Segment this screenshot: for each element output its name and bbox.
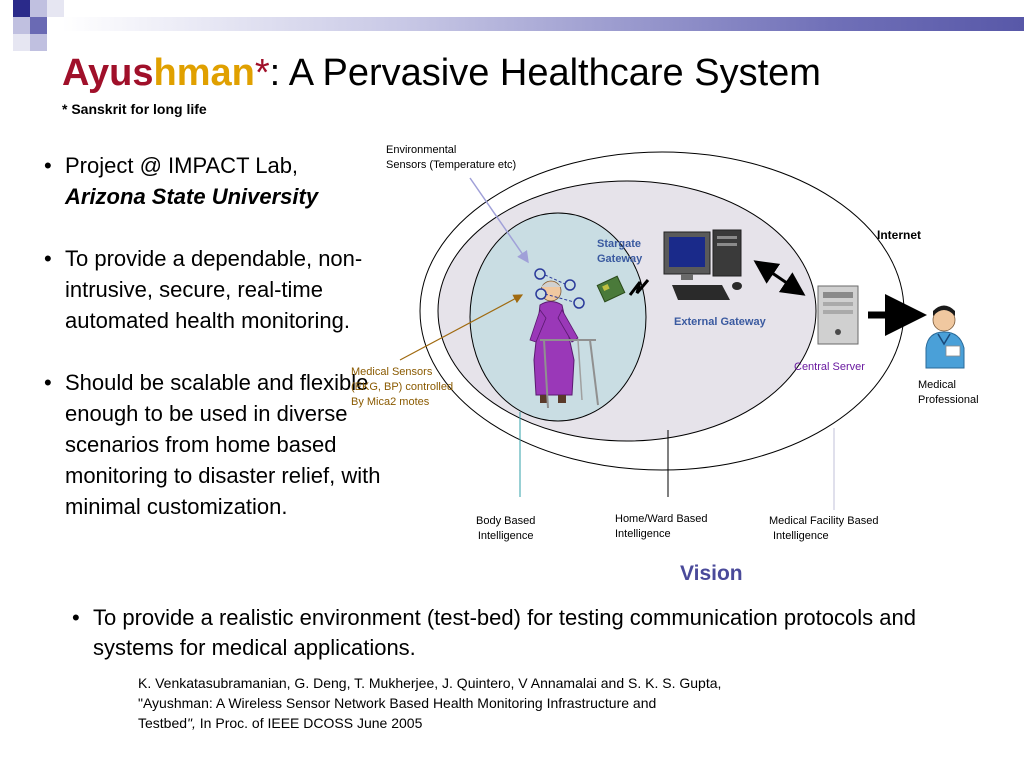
medical-sensors-label-line: Medical Sensors [351,366,433,378]
stargate-board-icon [596,275,626,303]
env-sensors-label: Environmental Sensors (Temperature etc) [386,143,516,173]
facility-label-line: Medical Facility Based [769,515,879,527]
medical-professional-label: Medical Professional [918,378,979,408]
bottom-bullet-text: To provide a realistic environment (test… [93,605,916,660]
medical-sensors-label-line: By Mica2 motes [351,396,430,408]
reference-title-tail: Testbed [138,715,188,731]
corner-decoration-square [13,17,30,34]
bullet-list: Project @ IMPACT Lab, Arizona State Univ… [40,150,385,553]
bullet-item: Project @ IMPACT Lab, Arizona State Univ… [40,150,385,212]
desktop-computer-icon [663,229,742,300]
wireless-link-icon [628,279,650,296]
home-ward-intelligence-label: Home/Ward Based Intelligence [615,512,708,542]
header-gradient-bar [62,17,1024,31]
stargate-label-line: Stargate [597,238,642,250]
medical-sensor-arrow [399,294,524,361]
facility-intelligence-label: Medical Facility Based Intelligence [769,514,878,544]
title-part-ayus: Ayus [62,52,154,94]
body-based-label-line: Body Based [476,515,536,527]
medical-professional-icon [925,305,965,369]
env-sensors-label-line: Sensors (Temperature etc) [386,159,517,171]
home-ward-label-line: Home/Ward Based [615,513,708,525]
vision-label: Vision [680,562,743,585]
reference-venue: In Proc. of IEEE DCOSS June 2005 [195,715,423,731]
corner-decoration-square [13,34,30,51]
central-server-label: Central Server [794,361,865,373]
bottom-bullet: • To provide a realistic environment (te… [72,603,952,663]
title-part-hman: hman [153,52,255,94]
title-asterisk: * [254,52,270,94]
env-sensor-arrow [469,177,529,264]
slide-subtitle: * Sanskrit for long life [62,101,207,117]
gateway-server-arrow [753,260,806,296]
body-sensor-nodes [534,268,585,309]
home-ward-label-line: Intelligence [615,528,671,540]
medical-sensors-label: Medical Sensors (EKG, BP) controlled By … [351,365,453,410]
slide-title: Ayushman*: A Pervasive Healthcare System [62,52,821,95]
stargate-gateway-label: Stargate Gateway [597,237,642,267]
bullet-dot: • [72,605,80,630]
corner-decoration-square [47,0,64,17]
medical-professional-label-line: Medical [918,379,956,391]
body-based-label-line: Intelligence [477,530,534,542]
title-rest: : A Pervasive Healthcare System [269,52,821,94]
reference-line: "Ayushman: A Wireless Sensor Network Bas… [138,695,657,711]
bullet-item: Should be scalable and flexible enough t… [40,367,385,522]
corner-decoration-square [30,17,47,34]
external-gateway-label: External Gateway [674,316,766,328]
bullet-item: To provide a dependable, non-intrusive, … [40,243,385,336]
facility-label-line: Intelligence [773,530,829,542]
corner-decoration-square [30,0,47,17]
medical-sensors-label-line: (EKG, BP) controlled [351,381,454,393]
medical-professional-label-line: Professional [918,394,979,406]
corner-decoration-square [30,34,47,51]
bullet-text: Project @ IMPACT Lab, [65,153,299,178]
reference-citation: K. Venkatasubramanian, G. Deng, T. Mukhe… [138,673,898,733]
internet-label: Internet [877,228,922,242]
env-sensors-label-line: Environmental [386,144,457,156]
patient-icon [529,280,599,409]
central-server-icon [817,285,859,345]
bullet-emphasis: Arizona State University [65,184,319,209]
corner-decoration-square [13,0,30,17]
reference-closing-quote: ", [187,715,196,731]
reference-line: K. Venkatasubramanian, G. Deng, T. Mukhe… [138,675,722,691]
stargate-label-line: Gateway [597,253,643,265]
body-based-intelligence-label: Body Based Intelligence [476,514,535,544]
